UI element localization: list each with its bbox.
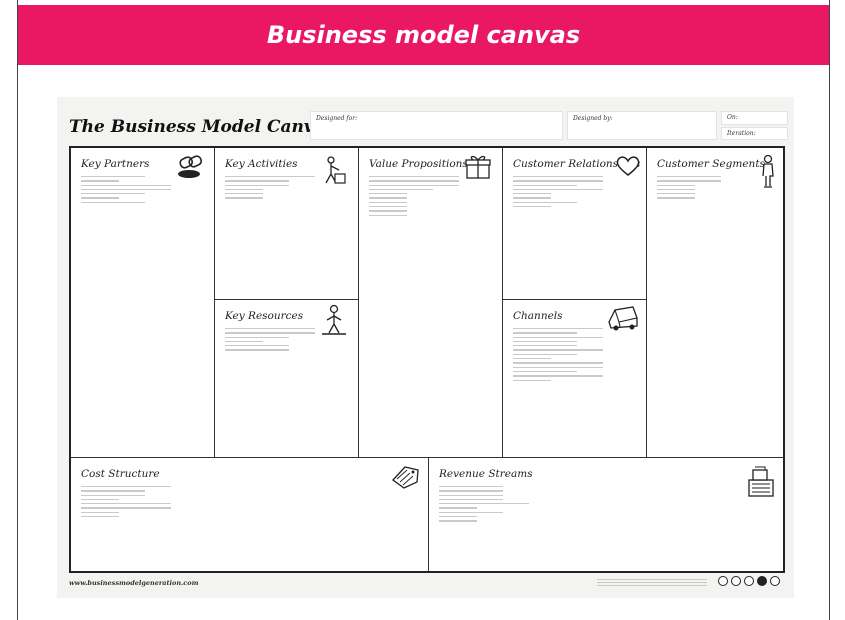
chain-link-icon <box>178 155 203 178</box>
header-banner: Business model canvas <box>18 5 829 65</box>
key-resources-questions <box>225 328 315 354</box>
cc-sa-icon <box>757 576 767 586</box>
value-propositions-block: Value Propositions <box>359 148 503 458</box>
cc-icon <box>718 576 728 586</box>
cost-structure-block: Cost Structure <box>71 458 429 571</box>
creative-commons-icons <box>718 576 780 586</box>
cc-nc-icon <box>744 576 754 586</box>
channels-questions <box>513 328 603 384</box>
right-border <box>829 0 830 620</box>
value-propositions-questions <box>369 176 459 219</box>
cc-by-icon <box>731 576 741 586</box>
customer-relationships-title: Customer Relationships <box>513 158 641 170</box>
value-propositions-title: Value Propositions <box>369 158 468 170</box>
key-activities-title: Key Activities <box>225 158 298 170</box>
info-icon <box>770 576 780 586</box>
business-model-canvas-image: The Business Model Canvas Designed for: … <box>57 97 794 598</box>
left-border <box>17 0 18 620</box>
channels-title: Channels <box>513 310 563 322</box>
key-partners-questions <box>81 176 171 206</box>
customer-segments-title: Customer Segments <box>657 158 765 170</box>
designed-for-label: Designed for: <box>316 115 358 122</box>
delivery-truck-icon <box>608 306 638 331</box>
key-resources-title: Key Resources <box>225 310 304 322</box>
customer-segments-block: Customer Segments <box>647 148 783 458</box>
revenue-streams-title: Revenue Streams <box>439 468 533 480</box>
customer-relationships-block: Customer Relationships <box>503 148 647 300</box>
channels-block: Channels <box>503 300 647 458</box>
price-tag-icon <box>392 466 419 489</box>
revenue-streams-block: Revenue Streams <box>429 458 783 571</box>
iteration-label: Iteration: <box>727 130 756 137</box>
person-icon <box>762 154 774 188</box>
iteration-field: Iteration: <box>721 127 788 140</box>
cost-structure-questions <box>81 486 171 520</box>
gift-box-icon <box>465 155 491 179</box>
license-fine-print <box>597 579 707 588</box>
cash-register-icon <box>748 466 774 497</box>
key-partners-title: Key Partners <box>81 158 150 170</box>
on-label: On: <box>727 114 738 121</box>
customer-segments-questions <box>657 176 721 202</box>
key-partners-block: Key Partners <box>71 148 215 458</box>
header-title: Business model canvas <box>266 21 581 49</box>
cost-structure-title: Cost Structure <box>81 468 160 480</box>
customer-relationships-questions <box>513 176 603 210</box>
designed-for-field: Designed for: <box>310 111 563 140</box>
key-activities-block: Key Activities <box>215 148 359 300</box>
designed-by-field: Designed by: <box>567 111 717 140</box>
key-resources-block: Key Resources <box>215 300 359 458</box>
designed-by-label: Designed by: <box>573 115 613 122</box>
factory-worker-icon <box>322 304 346 335</box>
footer-url: www.businessmodelgeneration.com <box>69 579 199 587</box>
heart-icon <box>616 156 640 176</box>
revenue-streams-questions <box>439 486 529 525</box>
key-activities-questions <box>225 176 315 202</box>
canvas-grid: Key Partners Key Activities Key Resource… <box>69 146 785 573</box>
worker-icon <box>325 156 346 184</box>
on-field: On: <box>721 111 788 125</box>
canvas-title: The Business Model Canvas <box>69 117 335 137</box>
